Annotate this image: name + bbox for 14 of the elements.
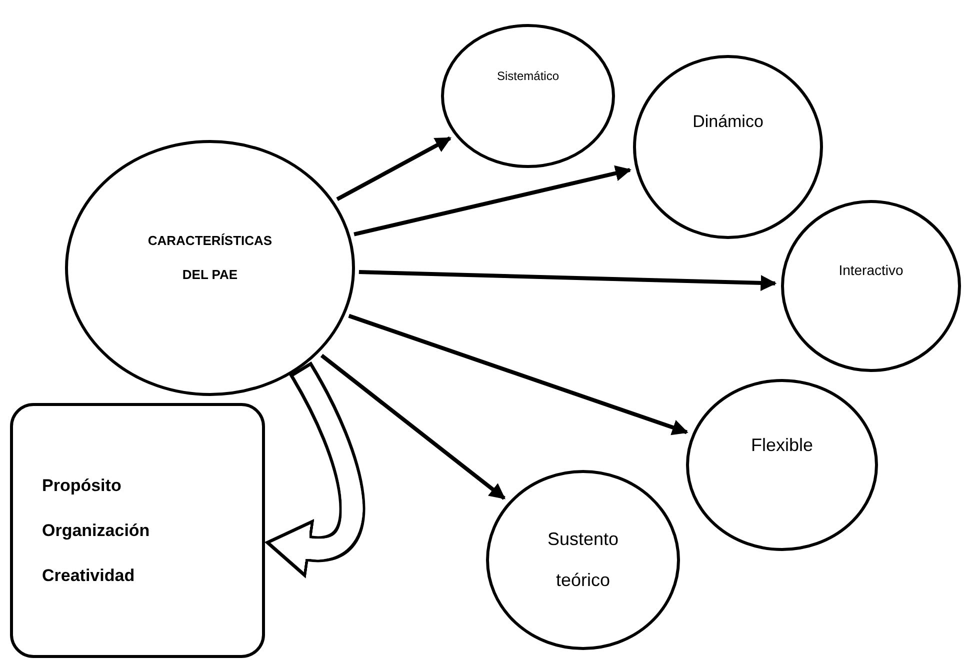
node-label: Dinámico	[692, 111, 764, 133]
node-label: Organización	[42, 520, 150, 542]
arrow	[320, 354, 506, 500]
node-label: CARACTERÍSTICAS DEL PAE	[146, 232, 274, 284]
arrow	[358, 270, 777, 291]
arrow	[336, 136, 452, 201]
node-label: Interactivo	[838, 262, 904, 280]
arrow	[348, 314, 688, 436]
node-label: Flexible	[750, 434, 814, 456]
arrow	[354, 165, 632, 236]
node-label: Sustento teórico	[546, 528, 620, 592]
node-label: Creatividad	[42, 565, 135, 586]
node-label: Sistemático	[496, 68, 560, 84]
node-label: Propósito	[42, 474, 122, 496]
